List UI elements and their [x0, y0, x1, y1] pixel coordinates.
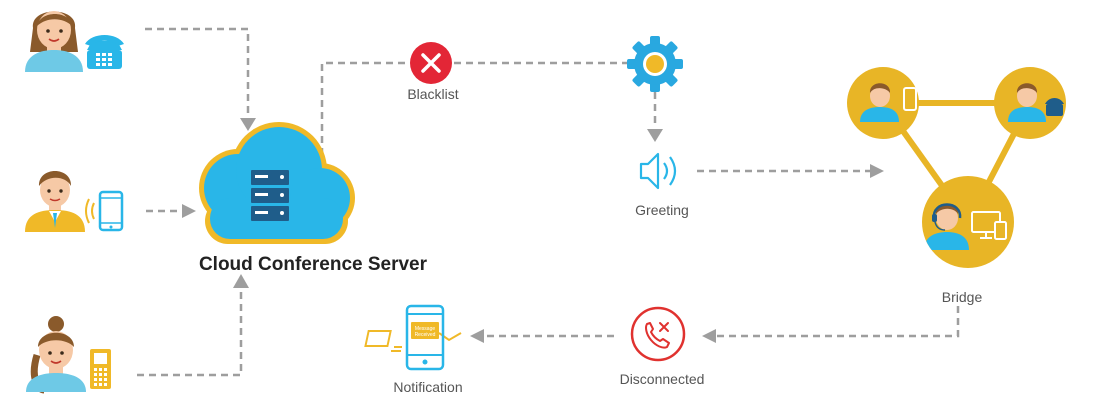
headset-agent-icon — [924, 203, 969, 250]
monitor-tablet-icon — [971, 211, 1007, 240]
connector-bridge-disconnected — [716, 306, 960, 338]
woman-avatar-icon — [26, 316, 86, 394]
desk-phone-icon — [1045, 98, 1064, 116]
connector-caller-1 — [145, 27, 250, 116]
phone-notification-icon: Message Received — [405, 304, 445, 371]
server-label: Cloud Conference Server — [199, 254, 428, 275]
mobile-phone-icon — [90, 349, 111, 389]
arrow-head — [182, 204, 196, 218]
connectors — [137, 27, 960, 377]
arrow-head — [647, 129, 663, 142]
woman-avatar-icon — [25, 11, 83, 72]
arrow-head — [870, 164, 884, 178]
caller-1 — [25, 11, 124, 72]
man-avatar-icon — [1008, 83, 1046, 122]
message-bubble — [411, 322, 439, 339]
gear-icon — [627, 36, 683, 92]
smartphone-icon — [85, 190, 124, 232]
message-text-line-1: Message — [415, 326, 436, 332]
desk-phone-icon — [85, 35, 124, 69]
bridge-node-deskphone — [994, 67, 1066, 139]
caller-3 — [26, 316, 111, 394]
message-text-line-2: Received — [415, 332, 436, 338]
bridge-group — [847, 67, 1066, 268]
man-avatar-icon — [25, 171, 85, 232]
cloud-server-icon — [199, 122, 355, 244]
notification-label: Notification — [393, 379, 462, 395]
arrow-head — [470, 329, 484, 343]
server-rack-icon — [251, 170, 289, 221]
bridge-label: Bridge — [942, 289, 983, 305]
x-circle-icon — [410, 42, 452, 84]
arrow-head — [233, 274, 249, 288]
connector-caller-3 — [137, 288, 243, 377]
phone-hangup-icon — [630, 306, 686, 362]
disconnected-label: Disconnected — [620, 371, 705, 387]
smartphone-icon — [903, 87, 917, 111]
man-avatar-icon — [860, 83, 899, 122]
bridge-node-mobile — [847, 67, 919, 139]
greeting-label: Greeting — [635, 202, 689, 218]
blacklist-label: Blacklist — [407, 86, 458, 102]
arrow-head — [240, 118, 256, 131]
arrow-head — [702, 329, 716, 343]
speaker-icon — [639, 152, 677, 190]
connector-server-blacklist — [320, 61, 408, 155]
caller-2 — [25, 171, 124, 232]
bridge-node-agent — [922, 176, 1014, 268]
